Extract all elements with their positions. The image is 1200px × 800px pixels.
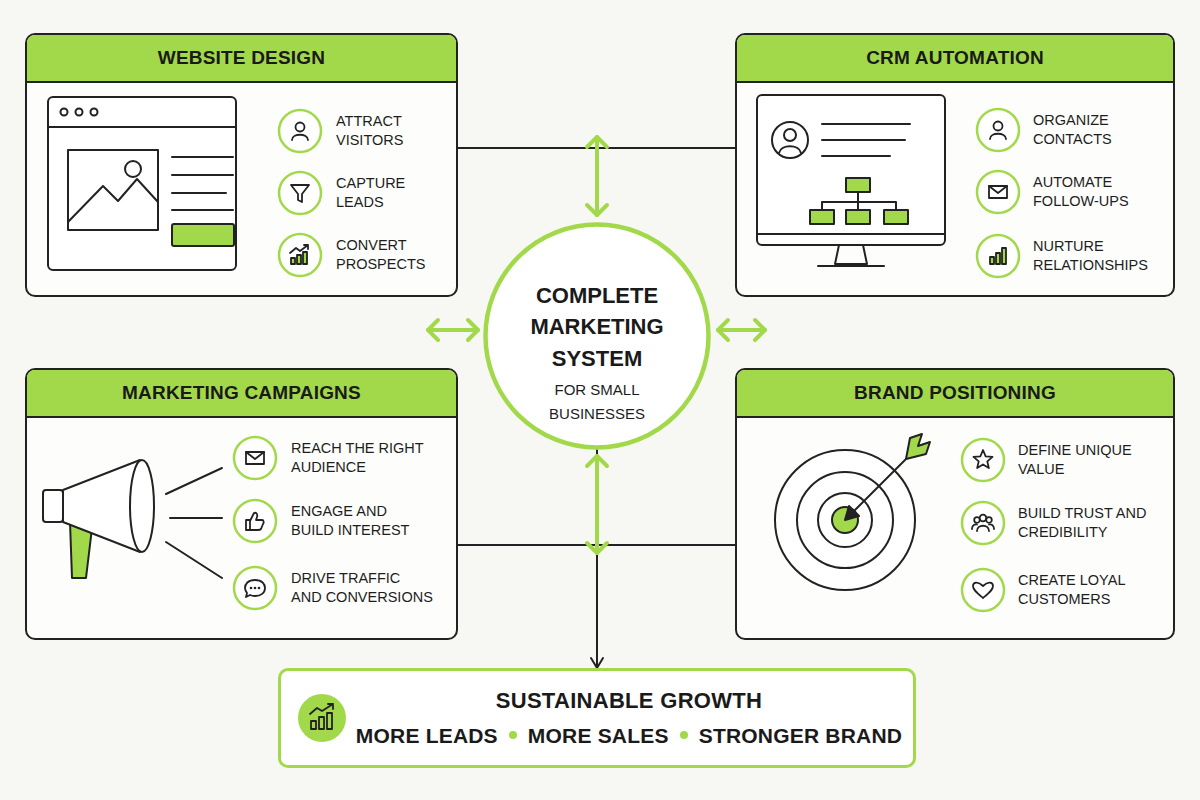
item-label: DRIVE TRAFFIC AND CONVERSIONS xyxy=(291,569,434,607)
section-heading: CRM AUTOMATION xyxy=(737,35,1173,83)
item-row: ORGANIZE CONTACTS xyxy=(1033,105,1163,155)
item-label: ENGAGE AND BUILD INTEREST xyxy=(291,502,434,540)
outcome-item: MORE LEADS xyxy=(356,721,498,750)
section-card: MARKETING CAMPAIGNS REACH THE RIGHT AUDIE… xyxy=(25,368,458,640)
item-row: CREATE LOYAL CUSTOMERS xyxy=(1018,565,1163,615)
item-label: CREATE LOYAL CUSTOMERS xyxy=(1018,571,1163,609)
outcome-row: MORE LEADS MORE SALES STRONGER BRAND xyxy=(356,721,902,750)
item-label: CAPTURE LEADS xyxy=(336,174,446,212)
item-row: ENGAGE AND BUILD INTEREST xyxy=(291,496,434,546)
arrow-head xyxy=(755,320,765,340)
arrow-head xyxy=(587,456,607,466)
item-row: CONVERT PROSPECTS xyxy=(336,230,446,280)
item-row: AUTOMATE FOLLOW-UPS xyxy=(1033,167,1163,217)
section-card: WEBSITE DESIGN ATTRACT VISITORS CAPTURE LE… xyxy=(25,33,458,297)
section-heading: WEBSITE DESIGN xyxy=(27,35,456,83)
outcome-item: STRONGER BRAND xyxy=(699,721,902,750)
outcome-title: SUSTAINABLE GROWTH xyxy=(496,686,763,717)
hub-subtitle: FOR SMALL BUSINESSES xyxy=(537,378,657,426)
item-label: CONVERT PROSPECTS xyxy=(336,236,446,274)
item-label: BUILD TRUST AND CREDIBILITY xyxy=(1018,504,1163,542)
item-row: DRIVE TRAFFIC AND CONVERSIONS xyxy=(291,563,434,613)
arrow-head xyxy=(587,543,607,553)
section-card: BRAND POSITIONING DEFINE UNIQUE VALUE BUIL… xyxy=(735,368,1175,640)
connector-line xyxy=(458,147,735,149)
item-label: NURTURE RELATIONSHIPS xyxy=(1033,237,1163,275)
hub-body: COMPLETE MARKETING SYSTEMFOR SMALL BUSIN… xyxy=(483,222,711,450)
item-row: NURTURE RELATIONSHIPS xyxy=(1033,231,1163,281)
arrow-head xyxy=(428,320,438,340)
item-row: BUILD TRUST AND CREDIBILITY xyxy=(1018,498,1163,548)
arrow-head xyxy=(468,320,478,340)
double-arrow xyxy=(718,328,765,332)
item-row: REACH THE RIGHT AUDIENCE xyxy=(291,433,434,483)
section-card: CRM AUTOMATION ORGANIZE CONTACTS AUTOMATE … xyxy=(735,33,1175,297)
hub-title: COMPLETE MARKETING SYSTEM xyxy=(517,280,677,374)
section-heading: MARKETING CAMPAIGNS xyxy=(27,370,456,418)
double-arrow xyxy=(428,328,478,332)
arrow-head xyxy=(718,320,728,340)
arrow-head xyxy=(587,137,607,147)
outcome-item: MORE SALES xyxy=(528,721,669,750)
item-row: ATTRACT VISITORS xyxy=(336,106,446,156)
double-arrow xyxy=(595,137,599,215)
connector-line xyxy=(596,450,598,668)
item-row: CAPTURE LEADS xyxy=(336,168,446,218)
outcome-band: SUSTAINABLE GROWTH MORE LEADS MORE SALES ST… xyxy=(278,668,916,768)
item-row: DEFINE UNIQUE VALUE xyxy=(1018,435,1163,485)
item-label: DEFINE UNIQUE VALUE xyxy=(1018,441,1163,479)
item-label: ATTRACT VISITORS xyxy=(336,112,446,150)
bullet-dot xyxy=(509,731,517,739)
bullet-dot xyxy=(680,731,688,739)
item-label: REACH THE RIGHT AUDIENCE xyxy=(291,439,434,477)
item-label: ORGANIZE CONTACTS xyxy=(1033,111,1163,149)
item-label: AUTOMATE FOLLOW-UPS xyxy=(1033,173,1163,211)
arrow-head xyxy=(587,205,607,215)
hub-ring xyxy=(486,225,709,448)
section-heading: BRAND POSITIONING xyxy=(737,370,1173,418)
hub-circle: COMPLETE MARKETING SYSTEMFOR SMALL BUSIN… xyxy=(483,222,711,450)
double-arrow xyxy=(595,456,599,553)
